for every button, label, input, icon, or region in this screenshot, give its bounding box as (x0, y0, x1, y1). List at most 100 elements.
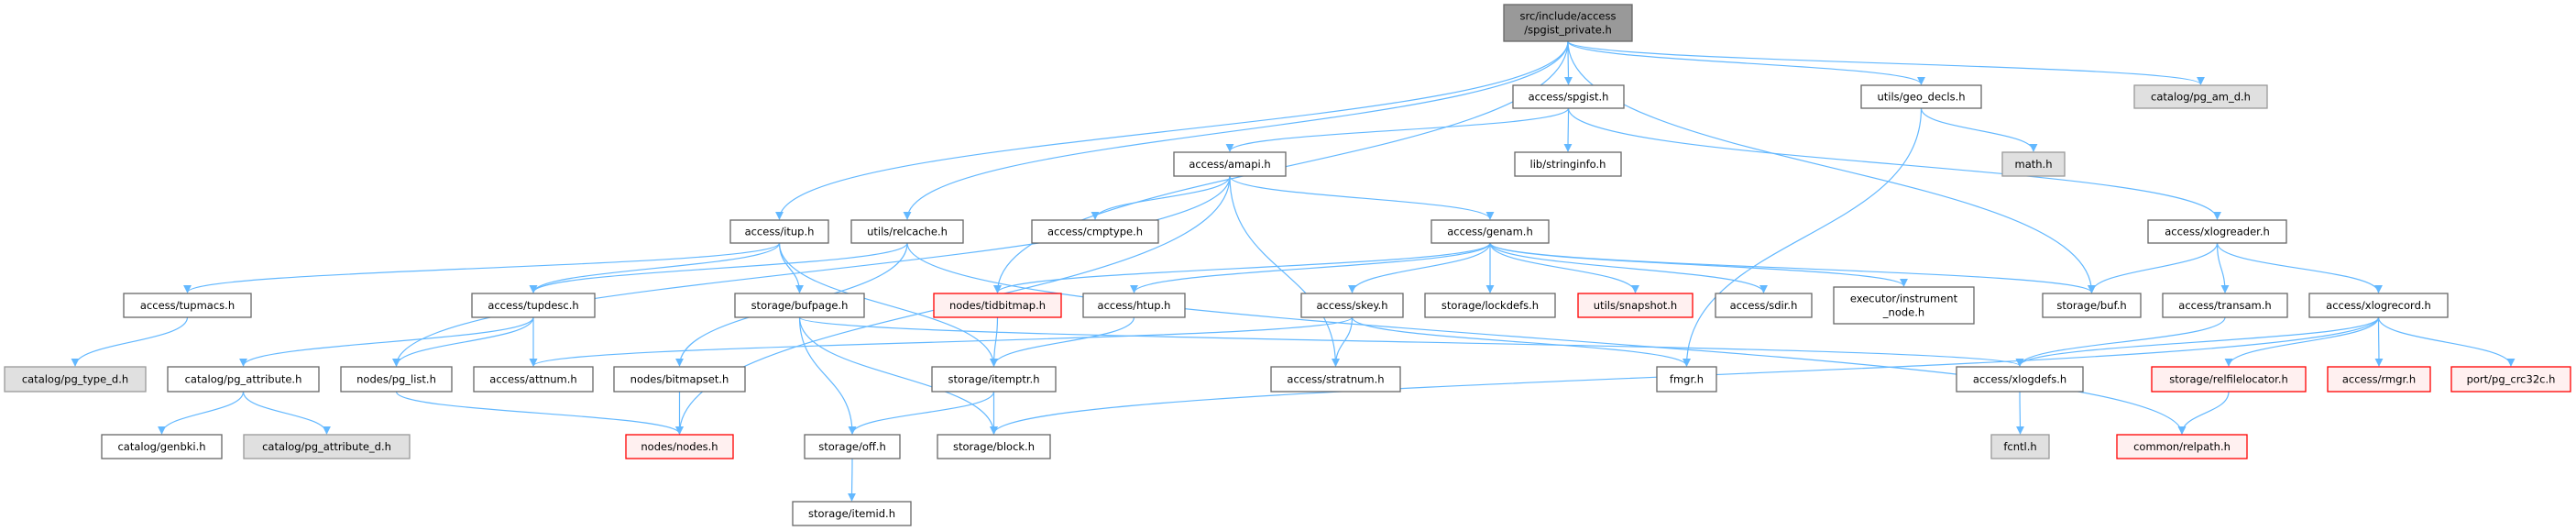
edge-access-tupmacs-h-to-catalog-pg-type-d-h (71, 316, 189, 367)
node-port-pg-crc32c-h[interactable]: port/pg_crc32c.h (2450, 366, 2571, 393)
node-box (1990, 434, 2050, 459)
edge-access-amapi-h-to-access-stratnum-h (1229, 175, 1340, 367)
node-label: access/skey.h (1316, 299, 1387, 312)
node-label: src/include/access (1520, 10, 1617, 23)
node-src-include-access-spgist-private-h[interactable]: src/include/access/spgist_private.h (1503, 4, 1633, 42)
node-box (2001, 151, 2066, 177)
edge-access-genam-h-to-access-skey-h (1348, 242, 1491, 293)
node-storage-itemid-h[interactable]: storage/itemid.h (792, 501, 912, 526)
node-catalog-genbki-h[interactable]: catalog/genbki.h (101, 434, 223, 459)
node-storage-block-h[interactable]: storage/block.h (937, 434, 1051, 459)
node-lib-stringinfo-h[interactable]: lib/stringinfo.h (1514, 151, 1622, 177)
node-box (1833, 286, 1975, 325)
node-box (1082, 293, 1186, 318)
node-label: utils/relcache.h (867, 226, 948, 238)
edge-nodes-pg-list-h-to-nodes-nodes-h (395, 391, 684, 435)
node-box (937, 434, 1051, 459)
node-label: nodes/nodes.h (641, 440, 718, 453)
node-storage-bufpage-h[interactable]: storage/bufpage.h (734, 293, 865, 318)
node-label: access/itup.h (745, 226, 815, 238)
node-box (340, 366, 453, 393)
node-box (2327, 366, 2431, 393)
edge-src-include-access-spgist-private-h-to-utils-relcache-h (903, 40, 1569, 220)
node-access-itup-h[interactable]: access/itup.h (729, 219, 829, 244)
node-box (931, 366, 1057, 393)
node-common-relpath-h[interactable]: common/relpath.h (2116, 434, 2248, 459)
edge-access-genam-h-to-access-htup-h (1130, 242, 1491, 293)
node-nodes-nodes-h[interactable]: nodes/nodes.h (625, 434, 734, 459)
node-storage-relfilelocator-h[interactable]: storage/relfilelocator.h (2151, 366, 2307, 393)
node-access-cmptype-h[interactable]: access/cmptype.h (1031, 219, 1159, 244)
edge-utils-relcache-h-to-common-relpath-h (906, 242, 2187, 435)
node-box (1424, 293, 1556, 318)
edge-storage-bufpage-h-to-storage-off-h (798, 316, 857, 435)
node-label: utils/snapshot.h (1594, 299, 1677, 312)
node-access-amapi-h[interactable]: access/amapi.h (1173, 151, 1287, 177)
node-label: _node.h (1882, 306, 1924, 319)
edge-access-amapi-h-to-nodes-pg-list-h (392, 175, 1231, 367)
edge-utils-geo-decls-h-to-fmgr-h (1683, 107, 1923, 367)
edge-access-genam-h-to-utils-snapshot-h (1489, 242, 1639, 293)
node-nodes-pg-list-h[interactable]: nodes/pg_list.h (340, 366, 453, 393)
node-box (804, 434, 901, 459)
node-label: catalog/pg_attribute_d.h (262, 440, 391, 453)
node-storage-off-h[interactable]: storage/off.h (804, 434, 901, 459)
node-box (1956, 366, 2084, 393)
node-label: access/rmgr.h (2342, 373, 2416, 386)
node-label: nodes/bitmapset.h (630, 373, 729, 386)
edge-access-skey-h-to-fmgr-h (1351, 316, 1691, 367)
node-label: utils/geo_decls.h (1877, 91, 1965, 104)
node-box (1031, 219, 1159, 244)
edge-storage-bufpage-h-to-storage-block-h (798, 316, 998, 435)
node-access-skey-h[interactable]: access/skey.h (1300, 293, 1404, 318)
node-access-xlogrecord-h[interactable]: access/xlogrecord.h (2308, 293, 2449, 318)
node-box (613, 366, 746, 393)
edge-access-genam-h-to-access-sdir-h (1489, 242, 1768, 293)
node-access-rmgr-h[interactable]: access/rmgr.h (2327, 366, 2431, 393)
node-label: access/amapi.h (1189, 158, 1270, 171)
node-utils-geo-decls-h[interactable]: utils/geo_decls.h (1860, 84, 1982, 109)
node-executor-instrument-node-h[interactable]: executor/instrument_node.h (1833, 286, 1975, 325)
edge-access-tupdesc-h-to-nodes-pg-list-h (392, 316, 534, 367)
node-fmgr-h[interactable]: fmgr.h (1656, 366, 1717, 393)
node-access-xlogreader-h[interactable]: access/xlogreader.h (2147, 219, 2287, 244)
node-access-genam-h[interactable]: access/genam.h (1431, 219, 1550, 244)
node-access-htup-h[interactable]: access/htup.h (1082, 293, 1186, 318)
node-access-sdir-h[interactable]: access/sdir.h (1715, 293, 1813, 318)
node-access-stratnum-h[interactable]: access/stratnum.h (1270, 366, 1401, 393)
node-nodes-bitmapset-h[interactable]: nodes/bitmapset.h (613, 366, 746, 393)
node-access-transam-h[interactable]: access/transam.h (2162, 293, 2288, 318)
node-box (471, 293, 596, 318)
node-utils-relcache-h[interactable]: utils/relcache.h (850, 219, 964, 244)
edge-access-tupdesc-h-to-catalog-pg-attribute-h (239, 316, 534, 367)
node-box (101, 434, 223, 459)
node-label: nodes/pg_list.h (356, 373, 436, 386)
node-box (2162, 293, 2288, 318)
node-access-attnum-h[interactable]: access/attnum.h (473, 366, 594, 393)
node-storage-buf-h[interactable]: storage/buf.h (2042, 293, 2142, 318)
edge-access-xlogreader-h-to-access-transam-h (2216, 242, 2230, 293)
node-box (2151, 366, 2307, 393)
node-access-xlogdefs-h[interactable]: access/xlogdefs.h (1956, 366, 2084, 393)
node-access-tupdesc-h[interactable]: access/tupdesc.h (471, 293, 596, 318)
node-box (1431, 219, 1550, 244)
node-label: storage/relfilelocator.h (2169, 373, 2288, 386)
node-storage-itemptr-h[interactable]: storage/itemptr.h (931, 366, 1057, 393)
node-label: storage/bufpage.h (751, 299, 849, 312)
node-label: access/genam.h (1447, 226, 1532, 238)
node-box (1173, 151, 1287, 177)
node-catalog-pg-attribute-h[interactable]: catalog/pg_attribute.h (167, 366, 320, 393)
node-catalog-pg-type-d-h: catalog/pg_type_d.h (4, 366, 147, 393)
node-nodes-tidbitmap-h[interactable]: nodes/tidbitmap.h (933, 293, 1062, 318)
node-box (792, 501, 912, 526)
node-box (2308, 293, 2449, 318)
edge-access-spgist-h-to-access-xlogreader-h (1567, 107, 2221, 220)
node-box (473, 366, 594, 393)
node-storage-lockdefs-h[interactable]: storage/lockdefs.h (1424, 293, 1556, 318)
node-access-spgist-h[interactable]: access/spgist.h (1512, 84, 1625, 109)
edge-utils-relcache-h-to-access-tupdesc-h (529, 242, 908, 293)
node-label: access/tupdesc.h (488, 299, 578, 312)
node-utils-snapshot-h[interactable]: utils/snapshot.h (1577, 293, 1694, 318)
node-access-tupmacs-h[interactable]: access/tupmacs.h (123, 293, 252, 318)
edge-access-xlogdefs-h-to-fcntl-h (2015, 391, 2024, 435)
